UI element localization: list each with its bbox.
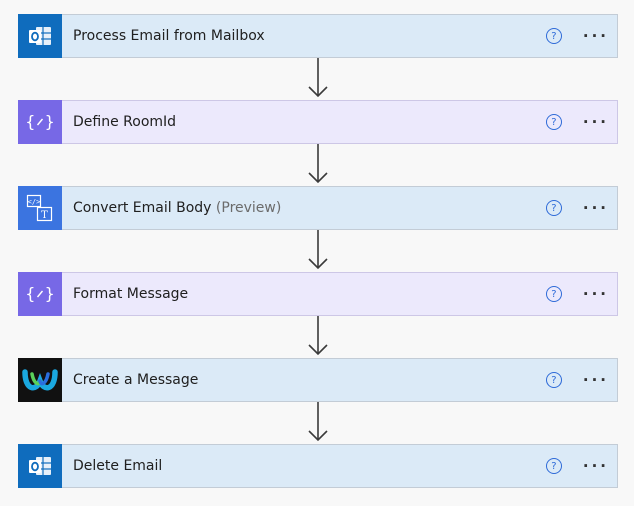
arrow-down-icon [308, 316, 328, 356]
variable-icon: { } [18, 99, 62, 144]
html-to-text-icon: </> T [18, 185, 62, 230]
help-icon[interactable]: ? [545, 114, 562, 130]
svg-text:</>: </> [28, 198, 41, 206]
help-icon[interactable]: ? [545, 372, 562, 388]
more-options-button[interactable]: ··· [582, 198, 609, 217]
outlook-icon [18, 13, 62, 58]
flow-step-define-roomid[interactable]: { } Define RoomId ? ··· [18, 99, 618, 144]
help-icon[interactable]: ? [545, 458, 562, 474]
outlook-icon [18, 443, 62, 488]
flow-step-convert-email-body[interactable]: </> T Convert Email Body (Preview) ? ··· [18, 185, 618, 230]
flow-step-delete-email[interactable]: Delete Email ? ··· [18, 443, 618, 488]
arrow-down-icon [308, 402, 328, 442]
preview-label: (Preview) [215, 200, 282, 216]
help-icon[interactable]: ? [545, 286, 562, 302]
help-icon[interactable]: ? [545, 28, 562, 44]
flow-step-create-message[interactable]: Create a Message ? ··· [18, 357, 618, 402]
step-title: Create a Message [73, 372, 199, 388]
more-options-button[interactable]: ··· [582, 370, 609, 389]
more-options-button[interactable]: ··· [582, 26, 609, 45]
more-options-button[interactable]: ··· [582, 284, 609, 303]
more-options-button[interactable]: ··· [582, 456, 609, 475]
step-title: Define RoomId [73, 114, 177, 130]
step-title: Process Email from Mailbox [73, 28, 265, 44]
step-title: Delete Email [73, 458, 163, 474]
arrow-down-icon [308, 230, 328, 270]
variable-icon: { } [18, 271, 62, 316]
step-title: Convert Email Body (Preview) [73, 200, 282, 216]
flow-step-format-message[interactable]: { } Format Message ? ··· [18, 271, 618, 316]
arrow-down-icon [308, 58, 328, 98]
arrow-down-icon [308, 144, 328, 184]
help-icon[interactable]: ? [545, 200, 562, 216]
flow-step-process-email[interactable]: Process Email from Mailbox ? ··· [18, 13, 618, 58]
webex-icon [18, 357, 62, 402]
svg-text:T: T [41, 210, 48, 221]
more-options-button[interactable]: ··· [582, 112, 609, 131]
step-title: Format Message [73, 286, 189, 302]
